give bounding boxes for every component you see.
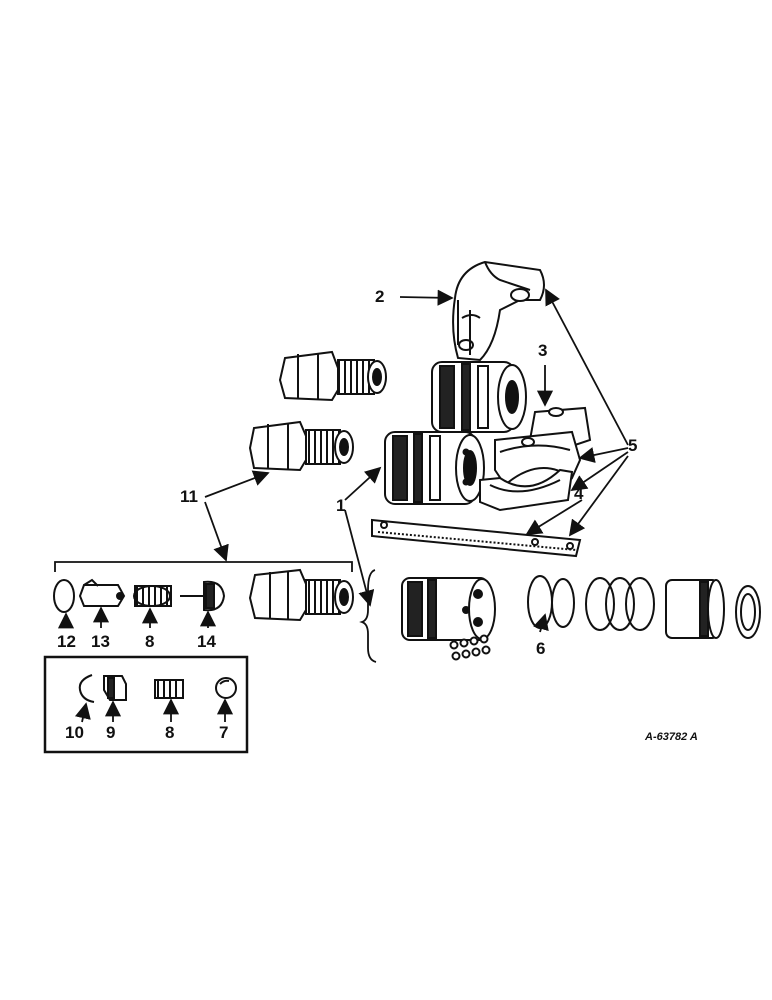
valve-sleeve-13 (78, 578, 126, 607)
callout-12: 12 (57, 632, 76, 651)
spring-8-kit (154, 679, 184, 699)
coupler-body-upper (431, 361, 527, 433)
male-adapter-lower (248, 568, 354, 622)
detent-balls (449, 634, 491, 661)
callout-13: 13 (91, 632, 110, 651)
end-ring (735, 585, 761, 639)
leader-lines (57, 288, 629, 723)
mounting-bar (371, 518, 582, 558)
callout-1: 1 (336, 496, 346, 515)
callout-2: 2 (375, 287, 385, 306)
sleeve (665, 579, 725, 639)
spring-8-upper (133, 585, 172, 607)
seat-9 (103, 675, 127, 701)
callout-8-kit: 8 (165, 723, 175, 742)
snap-ring-10 (78, 674, 95, 703)
callout-10: 10 (65, 723, 84, 742)
male-adapter-top (278, 350, 387, 402)
callout-7: 7 (219, 723, 229, 742)
ball-7 (215, 677, 237, 699)
callout-5: 5 (628, 436, 638, 455)
repair-kit-box (43, 655, 249, 754)
drawing-number: A-63782 A (645, 731, 698, 743)
callout-14: 14 (197, 632, 216, 651)
retaining-ring-6 (527, 575, 553, 629)
callout-4: 4 (574, 484, 584, 503)
poppet-14 (180, 580, 226, 612)
coupler-body-lower (384, 431, 485, 505)
callout-8-upper: 8 (145, 632, 155, 651)
o-ring-pair (551, 578, 575, 628)
callout-3: 3 (538, 341, 548, 360)
coupler-body-exploded (401, 577, 496, 641)
callout-11: 11 (180, 487, 198, 506)
coil-spring (585, 577, 655, 631)
clamp-bottom-saddle (479, 468, 574, 512)
clamp-upper-half (452, 260, 545, 362)
callout-6: 6 (536, 639, 546, 658)
male-adapter-middle (248, 420, 354, 472)
o-ring-12 (53, 579, 75, 613)
callout-9: 9 (106, 723, 116, 742)
